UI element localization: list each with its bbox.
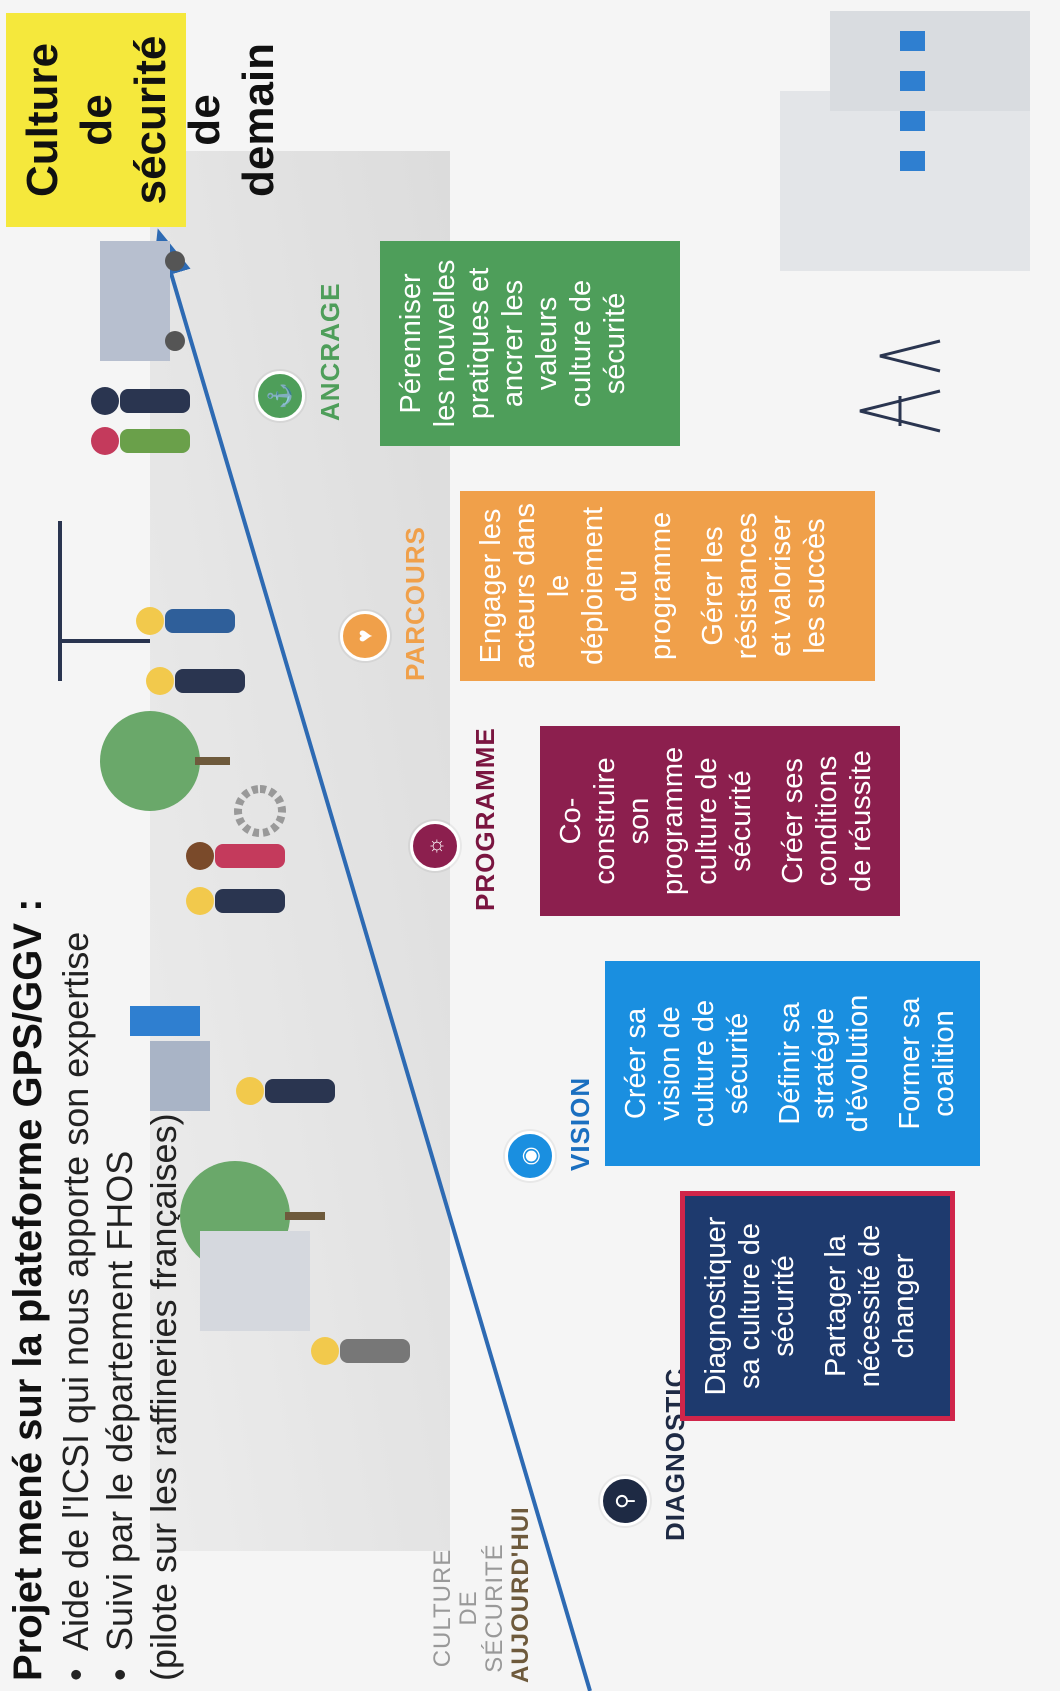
truck-illustration [100, 241, 185, 361]
stage-vision: ◉ [505, 1131, 555, 1181]
diagnostic-box: Diagnostiquer sa culture de sécurité Par… [680, 1191, 955, 1421]
gear-icon [234, 785, 286, 837]
worker-illustration [91, 387, 410, 1365]
programme-box: Co-construire son programme culture de s… [540, 726, 900, 916]
stage-label-parcours: PARCOURS [400, 526, 430, 681]
handshake-icon: ♥ [340, 611, 390, 661]
stage-diagnostic: ⚲ [600, 1476, 650, 1526]
anchor-icon: ⚓ [255, 371, 305, 421]
eye-icon: ◉ [505, 1131, 555, 1181]
tree-illustration [100, 711, 325, 1271]
pylon-illustration [859, 339, 941, 433]
stage-label-vision: VISION [565, 1076, 595, 1171]
progress-arrow [152, 228, 592, 1691]
vision-box: Créer sa vision de culture de sécurité D… [605, 961, 980, 1166]
parcours-box: Engager les acteurs dans le déploiement … [460, 491, 875, 681]
stage-parcours: ♥ [340, 611, 390, 661]
stage-label-ancrage: ANCRAGE [315, 282, 345, 421]
ancrage-box: Pérenniser les nouvelles pratiques et an… [380, 241, 680, 446]
board-illustration [130, 1006, 310, 1331]
stage-ancrage: ⚓ [255, 371, 305, 421]
crane-illustration [58, 521, 150, 681]
lightbulb-icon: ☼ [410, 821, 460, 871]
building-illustration [780, 11, 1030, 271]
magnifier-icon: ⚲ [600, 1476, 650, 1526]
stage-label-programme: PROGRAMME [470, 727, 500, 911]
stage-programme: ☼ [410, 821, 460, 871]
